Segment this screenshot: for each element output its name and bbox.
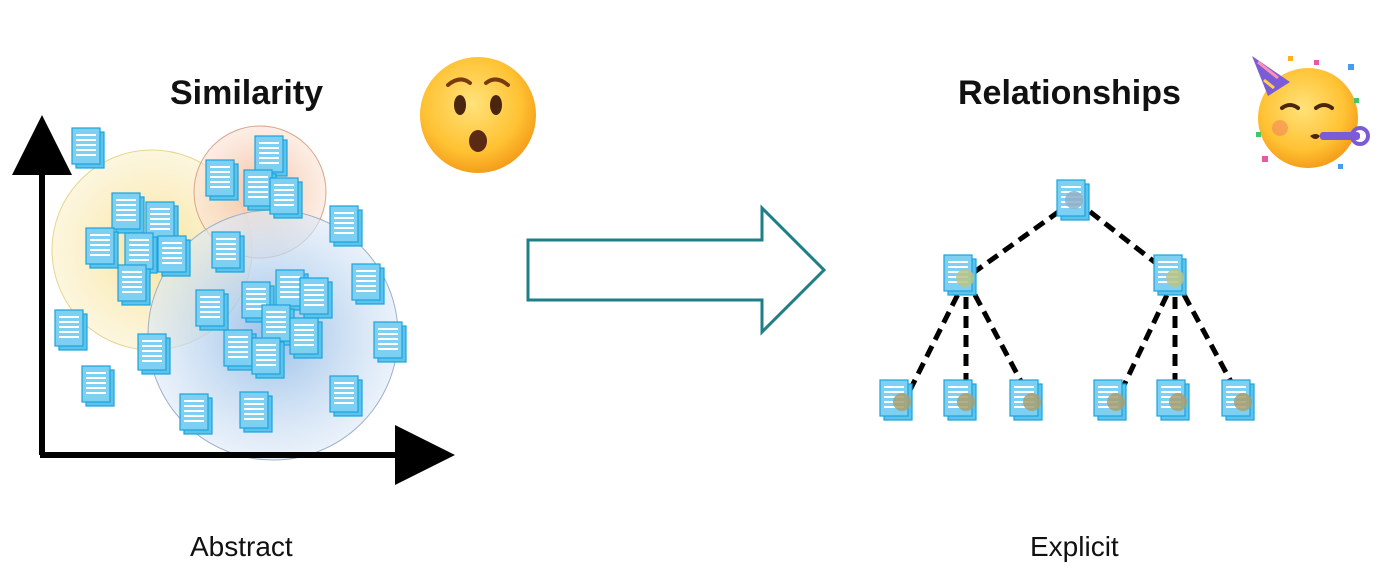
document-icon	[54, 309, 88, 351]
document-icon	[373, 321, 407, 363]
document-icon	[251, 337, 285, 379]
tree-leaf-node	[1156, 379, 1190, 421]
tree-root-node	[1056, 179, 1090, 221]
relationships-panel	[879, 179, 1255, 421]
partying-face-icon	[1252, 56, 1370, 169]
document-icon	[137, 333, 171, 375]
tree-leaf-node	[943, 379, 977, 421]
hushed-face-icon	[420, 57, 536, 173]
document-icon	[299, 277, 333, 319]
document-icon	[269, 177, 303, 219]
document-icon	[329, 205, 363, 247]
document-icon	[81, 365, 115, 407]
tree-child-node	[943, 254, 977, 296]
document-icon	[111, 192, 145, 234]
tree-leaf-node	[1009, 379, 1043, 421]
document-icon	[117, 264, 151, 306]
document-icon	[289, 317, 323, 359]
document-icon	[223, 329, 257, 371]
tree-child-node	[1153, 254, 1187, 296]
document-icon	[85, 227, 119, 269]
document-icon	[351, 263, 385, 305]
explicit-caption: Explicit	[1030, 531, 1119, 562]
tree-leaf-node	[879, 379, 913, 421]
document-icon	[239, 391, 273, 433]
document-icon	[211, 231, 245, 273]
tree-edges	[901, 197, 1245, 404]
document-icon	[71, 127, 105, 169]
tree-nodes	[879, 179, 1255, 421]
document-icon	[179, 393, 213, 435]
similarity-panel	[11, 115, 455, 485]
abstract-caption: Abstract	[190, 531, 293, 562]
document-icon	[205, 159, 239, 201]
tree-leaf-node	[1221, 379, 1255, 421]
relationships-title: Relationships	[958, 74, 1181, 112]
similarity-title: Similarity	[170, 74, 324, 112]
document-icon	[329, 375, 363, 417]
right-arrow-icon	[526, 204, 827, 336]
document-icon	[195, 289, 229, 331]
document-icon	[157, 235, 191, 277]
tree-leaf-node	[1093, 379, 1127, 421]
